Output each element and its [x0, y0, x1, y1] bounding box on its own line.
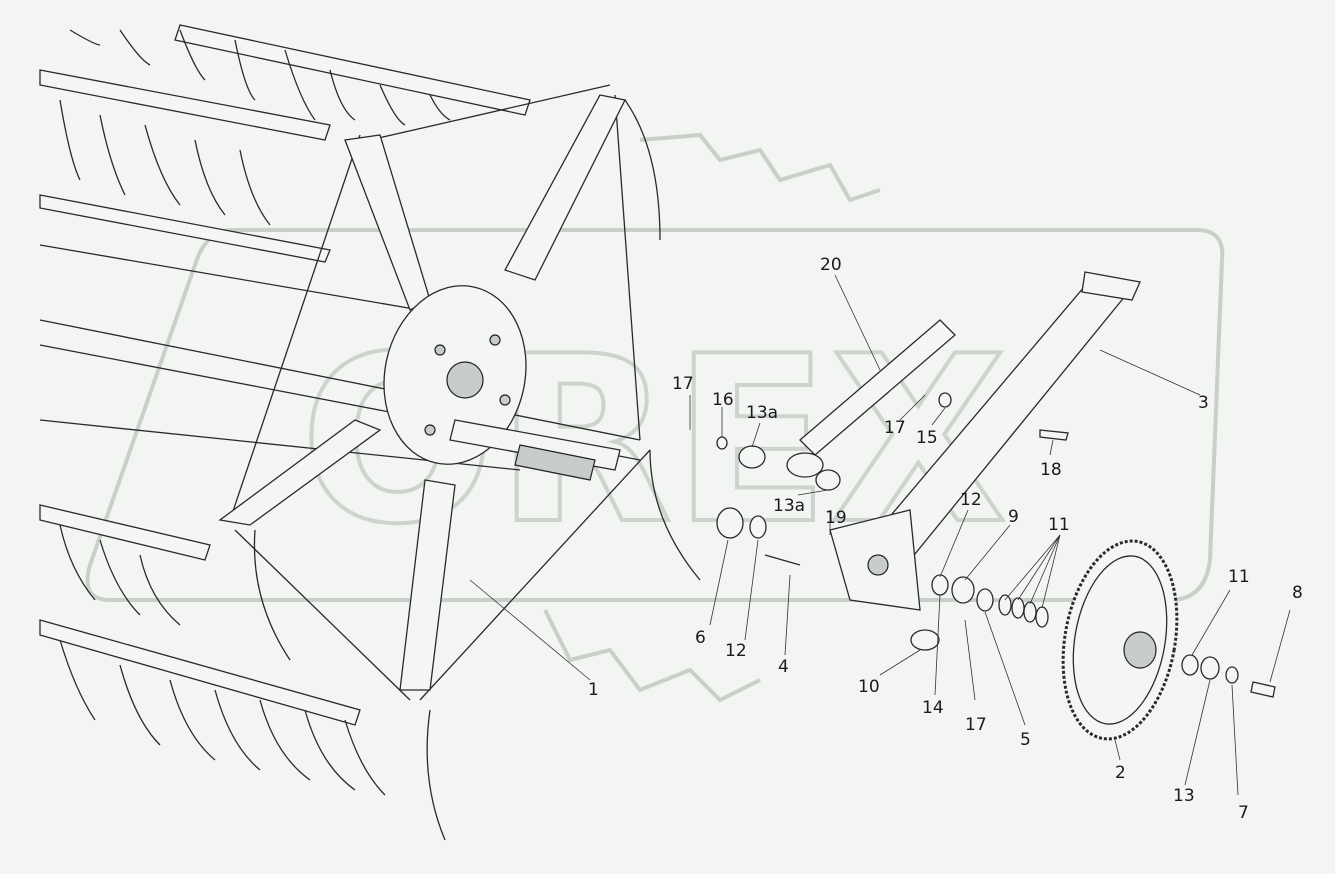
callout-2: 2 [1115, 763, 1126, 783]
callout-4: 4 [778, 657, 789, 677]
callout-17-left: 17 [672, 374, 694, 394]
reel-bats [39, 24, 641, 726]
callout-11-springs: 11 [1048, 515, 1070, 535]
watermark-logo: OREX [85, 132, 1225, 703]
callout-7: 7 [1238, 803, 1249, 823]
callout-15: 15 [916, 428, 938, 448]
leader-lines [469, 274, 1291, 796]
callout-16: 16 [712, 390, 734, 410]
callout-6: 6 [695, 628, 706, 648]
callout-8: 8 [1292, 583, 1303, 603]
callout-13a-lower: 13a [773, 496, 805, 516]
reel-spider-frame [218, 84, 701, 841]
callout-3: 3 [1198, 393, 1209, 413]
callout-17-middle: 17 [884, 418, 906, 438]
callout-19: 19 [825, 508, 847, 528]
callout-labels: 1 2 3 4 5 6 7 8 9 10 11 11 12 12 13 13a … [588, 255, 1303, 823]
spring-tines [59, 29, 451, 796]
callout-17-lower: 17 [965, 715, 987, 735]
drive-assembly [716, 271, 1276, 741]
callout-12-lower: 12 [725, 641, 747, 661]
callout-14: 14 [922, 698, 944, 718]
callout-5: 5 [1020, 730, 1031, 750]
callout-1: 1 [588, 680, 599, 700]
callout-9: 9 [1008, 507, 1019, 527]
callout-10: 10 [858, 677, 880, 697]
callout-13: 13 [1173, 786, 1195, 806]
callout-13a-upper: 13a [746, 403, 778, 423]
callout-12-upper: 12 [960, 490, 982, 510]
callout-11-end: 11 [1228, 567, 1250, 587]
callout-18: 18 [1040, 460, 1062, 480]
callout-20: 20 [820, 255, 842, 275]
